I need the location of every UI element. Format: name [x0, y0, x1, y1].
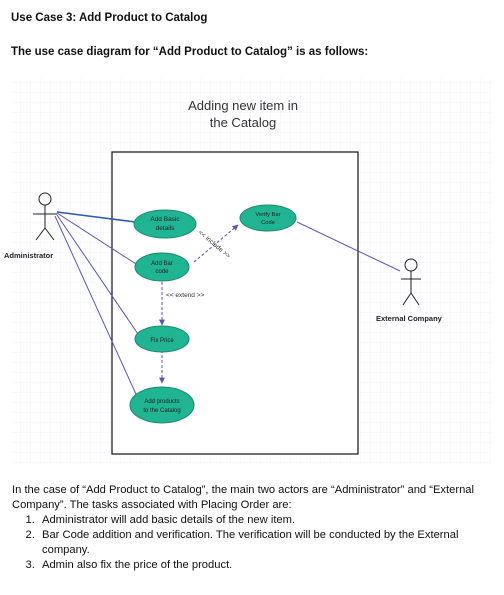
diagram-intro: The use case diagram for “Add Product to…	[11, 46, 369, 58]
extend-label: << extend >>	[166, 292, 205, 299]
svg-text:Verify Bar: Verify Bar	[255, 212, 280, 218]
external-company-label: External Company	[376, 314, 443, 323]
administrator-label: Administrator	[4, 251, 53, 260]
svg-text:Code: Code	[261, 220, 275, 226]
administrator-actor	[33, 192, 57, 241]
svg-text:Add products: Add products	[144, 399, 179, 405]
svg-text:Add Bar: Add Bar	[151, 261, 173, 267]
page-title: Use Case 3: Add Product to Catalog	[11, 12, 208, 24]
use-case-verify-bar-code: Verify Bar Code	[239, 204, 297, 232]
assoc-admin-add-bar-code	[56, 212, 137, 265]
assoc-admin-add-products	[54, 215, 141, 404]
description: In the case of “Add Product to Catalog”,…	[12, 483, 494, 573]
svg-text:code: code	[155, 269, 169, 275]
svg-text:Add Basic: Add Basic	[150, 216, 180, 223]
task-list: Administrator will add basic details of …	[12, 513, 494, 573]
include-arrow	[193, 224, 239, 263]
assoc-admin-add-basic-details	[56, 211, 136, 223]
svg-text:details: details	[156, 225, 176, 232]
assoc-external-verify-bar-code	[296, 221, 401, 272]
svg-text:Fix Price: Fix Price	[150, 338, 174, 344]
task-item: Administrator will add basic details of …	[38, 513, 494, 528]
external-company-actor	[401, 258, 421, 306]
use-case-add-basic-details: Add Basic details	[133, 209, 197, 239]
task-item: Bar Code addition and verification. The …	[38, 528, 494, 558]
svg-text:to the Catalog: to the Catalog	[143, 408, 180, 414]
diagram-title-line1: Adding new item in	[188, 98, 298, 113]
task-item: Admin also fix the price of the product.	[38, 558, 494, 573]
use-case-add-products: Add products to the Catalog	[129, 386, 195, 424]
use-case-add-bar-code: Add Bar code	[134, 252, 190, 282]
description-paragraph: In the case of “Add Product to Catalog”,…	[12, 484, 475, 511]
use-case-diagram: Adding new item in the Catalog Administr…	[4, 78, 492, 464]
diagram-title-line2: the Catalog	[210, 115, 277, 130]
assoc-admin-fix-price	[56, 214, 139, 335]
use-case-fix-price: Fix Price	[134, 325, 190, 353]
